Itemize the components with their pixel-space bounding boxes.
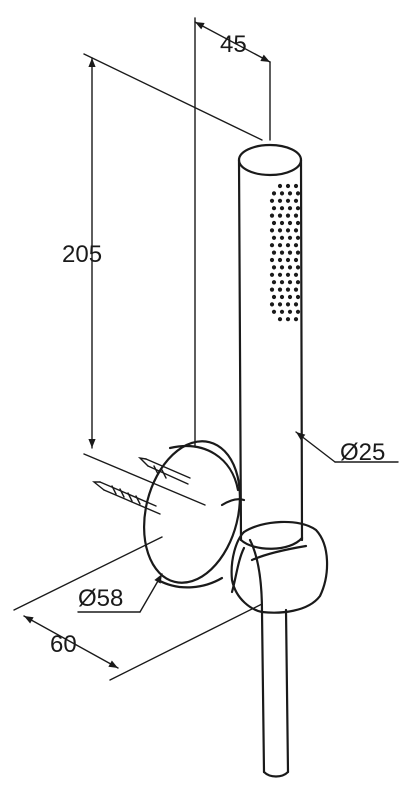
- dim-bracket-diameter-label: Ø58: [78, 585, 123, 612]
- hand-shower: [237, 143, 304, 550]
- holder-connector: [230, 520, 329, 614]
- wall-bracket: [142, 440, 246, 594]
- dim-handle-diameter-label: Ø25: [340, 439, 385, 466]
- dim-projection-label: 60: [50, 631, 77, 658]
- dimension-lines: [13, 17, 399, 681]
- shower-hose: [260, 608, 290, 778]
- dim-width-label: 45: [220, 31, 247, 58]
- spray-nozzle-pattern: [269, 183, 301, 322]
- wall-screws: [92, 456, 191, 515]
- dim-height-label: 205: [62, 241, 102, 268]
